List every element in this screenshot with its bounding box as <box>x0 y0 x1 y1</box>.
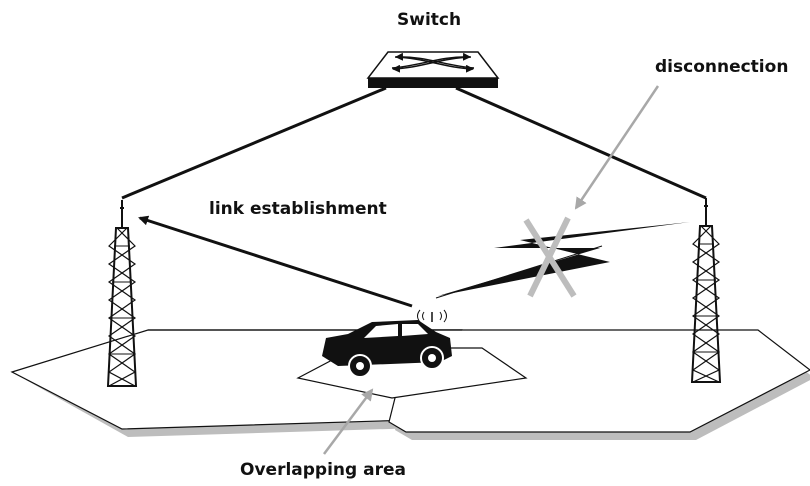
right-cell <box>388 329 810 433</box>
disconnection-label: disconnection <box>655 57 789 77</box>
left-tower-icon <box>106 200 138 387</box>
switch-icon <box>366 51 500 88</box>
right-tower-icon <box>690 198 722 383</box>
disconnection-pointer-arrow <box>574 85 660 210</box>
disconnection-cross-icon <box>523 216 577 298</box>
overlapping-area-label: Overlapping area <box>240 460 406 480</box>
link-establishment-label: link establishment <box>209 199 387 219</box>
link-establishment-arrow <box>138 215 413 308</box>
left-backbone-cable <box>121 86 387 200</box>
switch-label: Switch <box>397 10 462 30</box>
car-icon <box>322 309 452 378</box>
overlap-pointer-arrow <box>323 388 374 455</box>
right-backbone-cable <box>455 86 707 200</box>
